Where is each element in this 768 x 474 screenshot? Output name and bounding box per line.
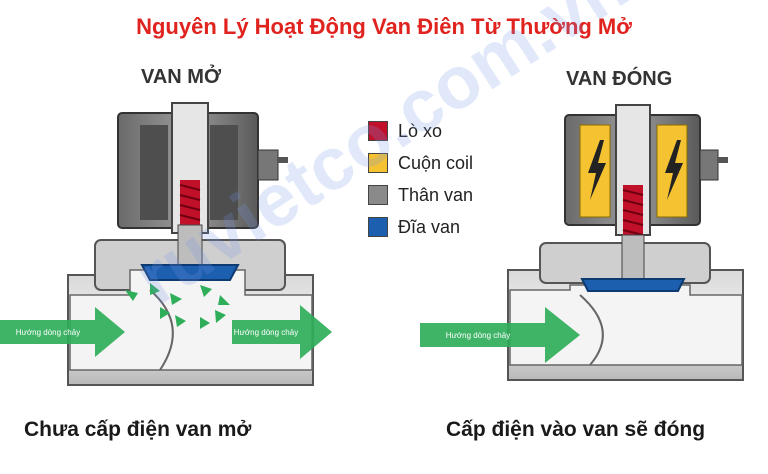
legend-item-spring: Lò xo (368, 118, 473, 144)
coil-swatch (368, 153, 388, 173)
open-valve-illustration: Hướng dòng chảy Hướng dòng chảy (0, 102, 332, 386)
legend-label: Thân van (398, 184, 474, 205)
open-state-label: VAN MỞ (141, 66, 222, 88)
inlet-flow-label: Hướng dòng chảy (16, 328, 80, 337)
body-swatch (368, 185, 388, 205)
legend-label: Lò xo (398, 120, 443, 141)
legend-item-body: Thân van (368, 182, 473, 208)
legend-label: Đĩa van (398, 216, 461, 237)
spring-swatch (368, 121, 388, 141)
closed-valve-illustration: Hướng dòng chảy (420, 104, 744, 381)
legend: Lò xo Cuộn coil Thân van Đĩa van (368, 118, 473, 246)
inlet-flow-label: Hướng dòng chảy (446, 331, 510, 340)
closed-state-label: VAN ĐÓNG (566, 68, 673, 90)
legend-label: Cuộn coil (398, 152, 474, 173)
legend-item-disc: Đĩa van (368, 214, 473, 240)
diagram-title: Nguyên Lý Hoạt Động Van Điên Từ Thường M… (136, 14, 632, 39)
outlet-flow-label: Hướng dòng chảy (234, 328, 298, 337)
legend-item-coil: Cuộn coil (368, 150, 473, 176)
disc-swatch (368, 217, 388, 237)
closed-caption: Cấp điện vào van sẽ đóng (446, 418, 706, 441)
open-caption: Chưa cấp điện van mở (24, 418, 252, 441)
